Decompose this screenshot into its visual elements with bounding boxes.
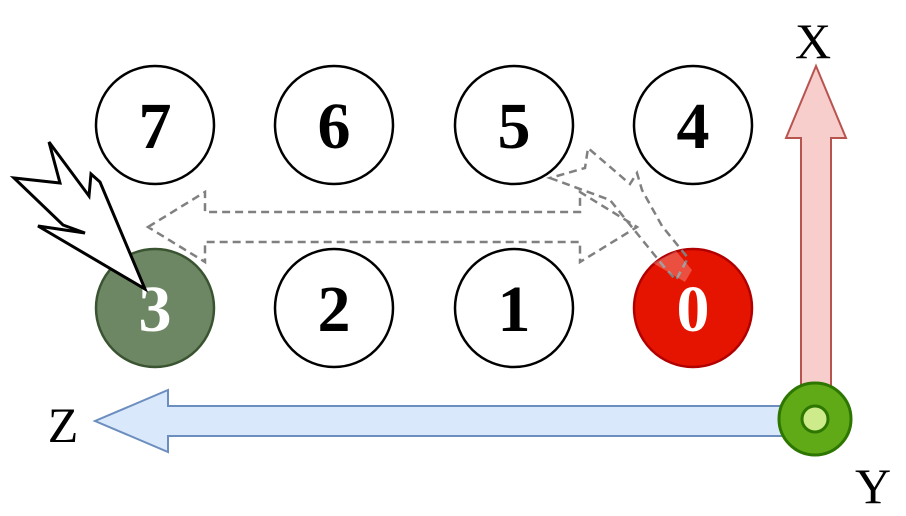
node-circle xyxy=(453,64,575,186)
y-axis-label: Y xyxy=(855,458,891,514)
node-label: 1 xyxy=(498,273,531,346)
node-2: 2 xyxy=(273,247,395,369)
node-circle xyxy=(632,64,754,186)
x-axis-arrow xyxy=(784,63,848,391)
node-1: 1 xyxy=(453,247,575,369)
node-circle xyxy=(632,247,754,369)
node-circle xyxy=(453,247,575,369)
node-0: 0 xyxy=(632,247,754,369)
lightning-bolt-icon xyxy=(9,141,149,293)
dashed-curved-arrow xyxy=(545,145,690,283)
node-circle xyxy=(273,247,395,369)
node-label: 2 xyxy=(318,273,351,346)
node-5: 5 xyxy=(453,64,575,186)
node-circle xyxy=(94,64,216,186)
node-0-highlight xyxy=(653,251,692,282)
node-label: 5 xyxy=(498,90,531,163)
node-label: 7 xyxy=(139,90,172,163)
node-6: 6 xyxy=(273,64,395,186)
node-label: 0 xyxy=(677,273,710,346)
node-circle xyxy=(273,64,395,186)
y-axis-origin-inner xyxy=(800,404,830,434)
node-7: 7 xyxy=(94,64,216,186)
node-4: 4 xyxy=(632,64,754,186)
node-label: 6 xyxy=(318,90,351,163)
z-axis-label: Z xyxy=(48,397,79,453)
dashed-double-arrow xyxy=(145,189,640,265)
z-axis-arrow xyxy=(92,388,816,454)
node-label: 4 xyxy=(677,90,710,163)
x-axis-label: X xyxy=(795,13,831,69)
